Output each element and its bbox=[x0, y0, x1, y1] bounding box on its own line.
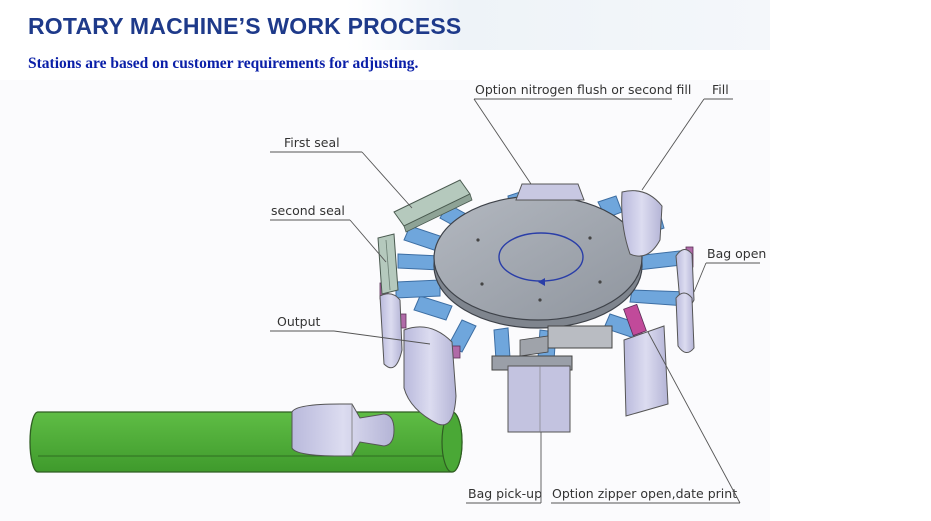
nitrogen-station-block bbox=[515, 183, 585, 201]
second-seal-bag bbox=[379, 293, 403, 369]
bag-on-conveyor bbox=[291, 403, 395, 457]
callout-first-seal: First seal bbox=[270, 135, 413, 209]
label-fill: Fill bbox=[712, 82, 729, 97]
bag-open-station-bag bbox=[675, 249, 695, 353]
callout-bag-open: Bag open bbox=[693, 246, 766, 293]
label-second-seal: second seal bbox=[271, 203, 345, 218]
page-subtitle: Stations are based on customer requireme… bbox=[28, 55, 419, 72]
callout-bag-pick-up: Bag pick-up bbox=[466, 432, 542, 504]
rotary-table bbox=[433, 195, 643, 329]
label-option-zipper: Option zipper open,date print bbox=[552, 486, 737, 501]
callout-second-seal: second seal bbox=[270, 203, 387, 263]
label-bag-pick-up: Bag pick-up bbox=[468, 486, 542, 501]
label-first-seal: First seal bbox=[284, 135, 340, 150]
conveyor-belt bbox=[29, 411, 463, 473]
rotation-arrowhead-icon bbox=[538, 278, 545, 286]
label-bag-open: Bag open bbox=[707, 246, 766, 261]
callout-option-zipper: Option zipper open,date print bbox=[551, 331, 741, 504]
first-seal-unit bbox=[393, 179, 473, 233]
callout-output: Output bbox=[270, 314, 431, 345]
second-seal-unit bbox=[377, 233, 399, 295]
fill-station-bag bbox=[621, 190, 663, 257]
header-band bbox=[0, 0, 770, 50]
label-output: Output bbox=[277, 314, 321, 329]
callout-option-nitrogen: Option nitrogen flush or second fill bbox=[473, 82, 691, 185]
bag-pick-up-magazine bbox=[491, 355, 573, 433]
label-option-nitrogen: Option nitrogen flush or second fill bbox=[475, 82, 691, 97]
callout-fill: Fill bbox=[641, 82, 733, 191]
output-bag bbox=[403, 326, 457, 426]
page-title: ROTARY MACHINE’S WORK PROCESS bbox=[28, 13, 462, 39]
